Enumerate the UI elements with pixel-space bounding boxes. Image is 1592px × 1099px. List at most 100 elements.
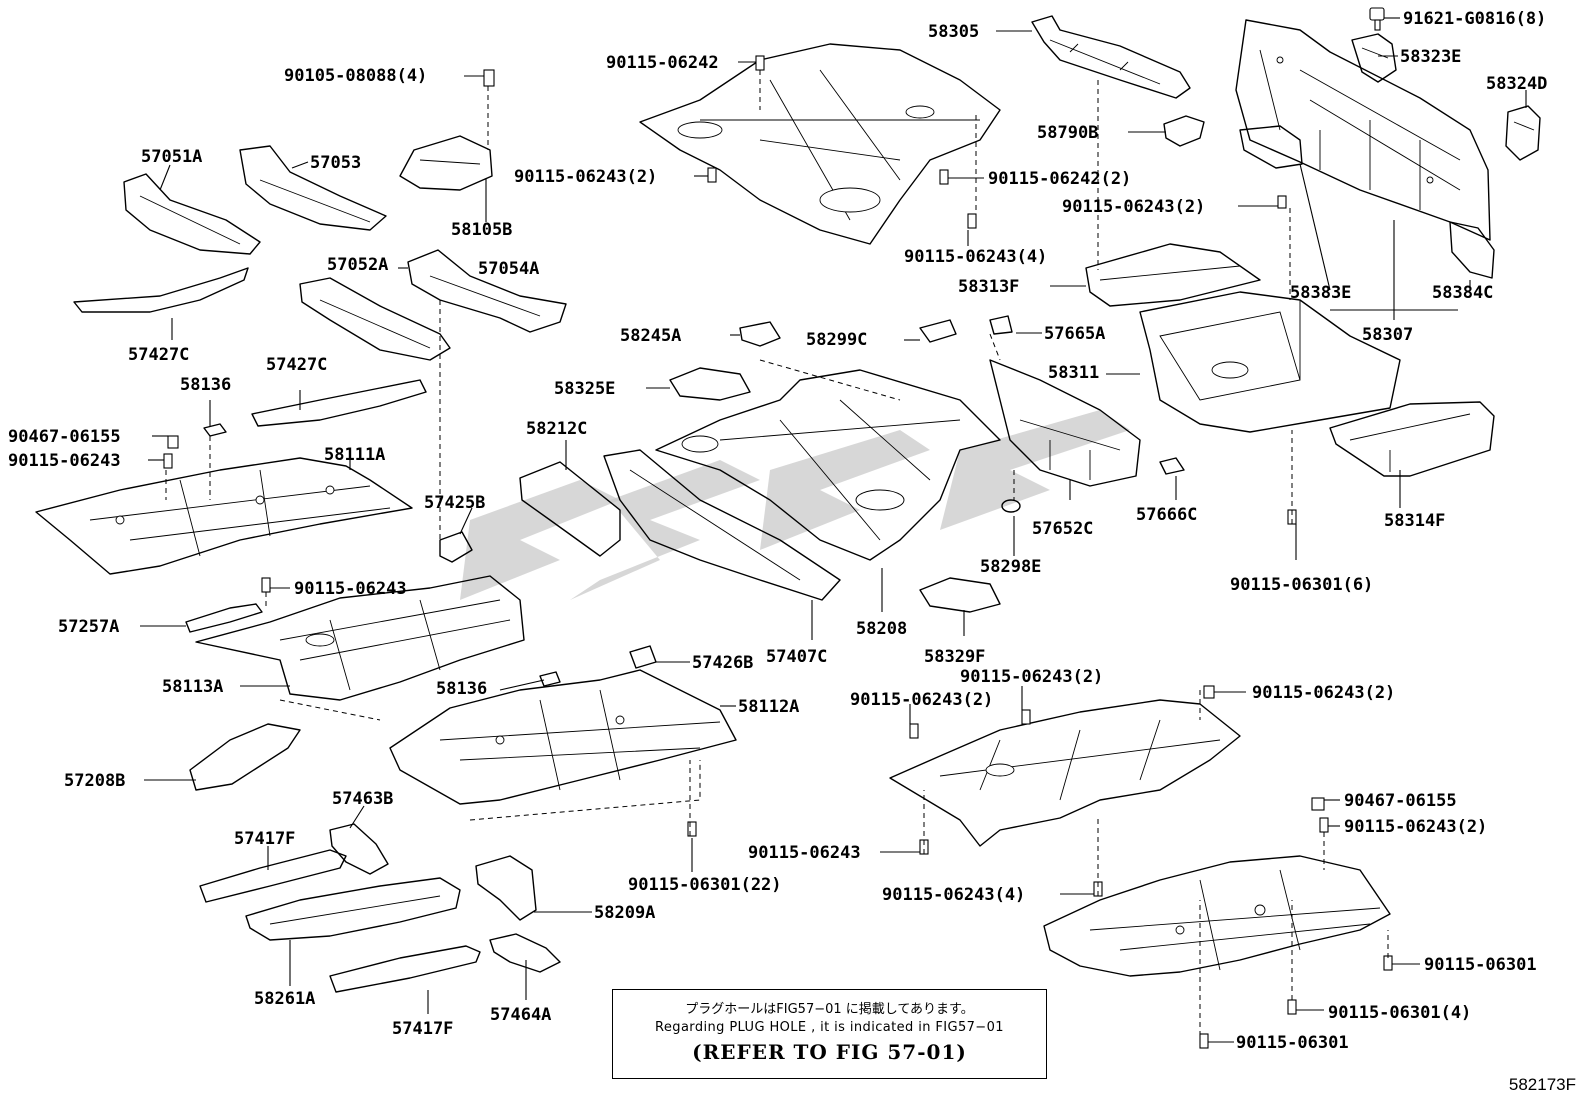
part-57407C: [603, 449, 841, 601]
part-58136-top: [203, 423, 227, 437]
part-57052A: [299, 277, 451, 361]
label-58383E: 58383E: [1290, 283, 1351, 303]
label-90115-06243-c: 90115-06243: [748, 843, 861, 863]
part-57427C-mid: [251, 379, 427, 427]
label-58136-a: 58136: [180, 375, 231, 395]
label-90115-06243-2-a: 90115-06243(2): [514, 167, 657, 187]
label-90115-06242: 90115-06242: [606, 53, 719, 73]
part-57425B: [439, 531, 473, 563]
label-58325E: 58325E: [554, 379, 615, 399]
part-58261A: [245, 877, 461, 941]
figure-id: 582173F: [1508, 1075, 1576, 1094]
label-90115-06243-4-a: 90115-06243(4): [904, 247, 1047, 267]
part-57652C: [989, 359, 1141, 487]
part-58112A: [389, 669, 737, 805]
label-58323E: 58323E: [1400, 47, 1461, 67]
label-58209A: 58209A: [594, 903, 655, 923]
label-58111A: 58111A: [324, 445, 385, 465]
part-57417F-top: [199, 849, 347, 903]
label-90115-06243-2-b: 90115-06243(2): [1062, 197, 1205, 217]
label-90467-06155-a: 90467-06155: [8, 427, 121, 447]
label-58112A: 58112A: [738, 697, 799, 717]
part-rear-floor-top: [639, 43, 1001, 245]
label-57425B: 57425B: [424, 493, 485, 513]
label-57464A: 57464A: [490, 1005, 551, 1025]
label-90115-06243-b: 90115-06243: [294, 579, 407, 599]
label-57463B: 57463B: [332, 789, 393, 809]
label-90115-06301-b: 90115-06301: [1236, 1033, 1349, 1053]
label-57407C: 57407C: [766, 647, 827, 667]
label-58208: 58208: [856, 619, 907, 639]
label-57427C-b: 57427C: [266, 355, 327, 375]
label-57665A: 57665A: [1044, 324, 1105, 344]
label-90115-06243-2-e: 90115-06243(2): [1252, 683, 1395, 703]
part-57464A: [489, 933, 561, 973]
label-58311: 58311: [1048, 363, 1099, 383]
part-57427C-top: [73, 267, 249, 313]
bolt-91621: [1369, 7, 1385, 31]
part-57051A: [123, 173, 261, 255]
label-58384C: 58384C: [1432, 283, 1493, 303]
label-90115-06243-4-b: 90115-06243(4): [882, 885, 1025, 905]
part-58383E: [1239, 125, 1303, 169]
label-57417F-b: 57417F: [392, 1019, 453, 1039]
part-rear-floor-bottom: [1043, 855, 1391, 977]
part-58790B: [1163, 115, 1205, 147]
part-57417F-bottom: [329, 945, 481, 993]
part-58298E: [1001, 499, 1021, 513]
label-57427C-a: 57427C: [128, 345, 189, 365]
part-58136-bottom: [539, 671, 561, 687]
label-58212C: 58212C: [526, 419, 587, 439]
label-58136-b: 58136: [436, 679, 487, 699]
dashed-assembly-lines: [165, 70, 1389, 1036]
label-58307: 58307: [1362, 325, 1413, 345]
note-refer-figure: (REFER TO FIG 57-01): [692, 1040, 967, 1064]
label-58324D: 58324D: [1486, 74, 1547, 94]
leader-lines: [140, 17, 1527, 1043]
bolts: [163, 55, 1393, 1049]
label-58329F: 58329F: [924, 647, 985, 667]
label-90115-06301-6: 90115-06301(6): [1230, 575, 1373, 595]
label-58298E: 58298E: [980, 557, 1041, 577]
label-90467-06155-b: 90467-06155: [1344, 791, 1457, 811]
label-90115-06301-a: 90115-06301: [1424, 955, 1537, 975]
label-90115-06301-22: 90115-06301(22): [628, 875, 782, 895]
label-58790B: 58790B: [1037, 123, 1098, 143]
label-90115-06243-2-c: 90115-06243(2): [960, 667, 1103, 687]
part-57208B: [189, 723, 301, 791]
part-57054A: [407, 249, 567, 333]
part-58305: [1031, 15, 1191, 99]
part-58384C: [1449, 221, 1495, 279]
part-58313F: [1085, 243, 1261, 307]
part-58245A: [739, 321, 781, 347]
callout-labels: 58305 91621-G0816(8) 58323E 58324D 90115…: [8, 9, 1547, 1053]
label-58245A: 58245A: [620, 326, 681, 346]
part-58113A: [195, 575, 525, 701]
label-58299C: 58299C: [806, 330, 867, 350]
part-58209A: [475, 855, 537, 921]
part-rear-floor-right: [889, 699, 1241, 847]
label-58261A: 58261A: [254, 989, 315, 1009]
part-57463B: [329, 823, 389, 875]
label-90115-06243-2-f: 90115-06243(2): [1344, 817, 1487, 837]
part-58324D: [1505, 105, 1541, 161]
part-58311: [1139, 291, 1401, 433]
part-58212C: [519, 461, 621, 557]
label-57054A: 57054A: [478, 259, 539, 279]
note-english: Regarding PLUG HOLE , it is indicated in…: [655, 1020, 1004, 1035]
label-57417F-a: 57417F: [234, 829, 295, 849]
label-57051A: 57051A: [141, 147, 202, 167]
label-90115-06301-4: 90115-06301(4): [1328, 1003, 1471, 1023]
label-58105B: 58105B: [451, 220, 512, 240]
part-58325E: [669, 367, 751, 401]
label-57666C: 57666C: [1136, 505, 1197, 525]
part-57666C: [1159, 457, 1185, 475]
label-91621-G0816: 91621-G0816(8): [1403, 9, 1546, 29]
label-57053: 57053: [310, 153, 361, 173]
part-58111A: [35, 457, 413, 575]
label-58305: 58305: [928, 22, 979, 42]
label-57652C: 57652C: [1032, 519, 1093, 539]
part-58329F: [919, 577, 1001, 613]
part-58314F: [1329, 401, 1495, 477]
